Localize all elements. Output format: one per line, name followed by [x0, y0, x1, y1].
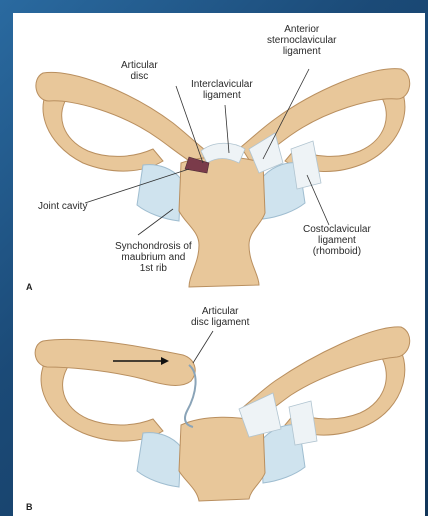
label-synchondrosis: Synchondrosis of maubrium and 1st rib: [115, 241, 192, 274]
label-joint-cavity: Joint cavity: [38, 201, 87, 212]
panel-letter-b: B: [26, 502, 33, 512]
leader-articular-disc-ligament: [193, 331, 213, 363]
label-anterior-sternoclavicular-ligament: Anterior sternoclavicular ligament: [267, 24, 336, 57]
label-articular-disc: Articular disc: [121, 60, 158, 82]
label-costoclavicular-ligament: Costoclavicular ligament (rhomboid): [303, 224, 371, 257]
panel-letter-a: A: [26, 282, 33, 292]
manubrium-a: [179, 157, 265, 287]
left-costal-cartilage-b: [137, 433, 181, 487]
anatomy-figure: Articular disc Interclavicular ligament …: [13, 13, 425, 516]
label-interclavicular-ligament: Interclavicular ligament: [191, 79, 253, 101]
left-costal-cartilage-a: [137, 165, 181, 221]
panel-b-illustration: [35, 327, 410, 501]
label-articular-disc-ligament: Articular disc ligament: [191, 306, 249, 328]
